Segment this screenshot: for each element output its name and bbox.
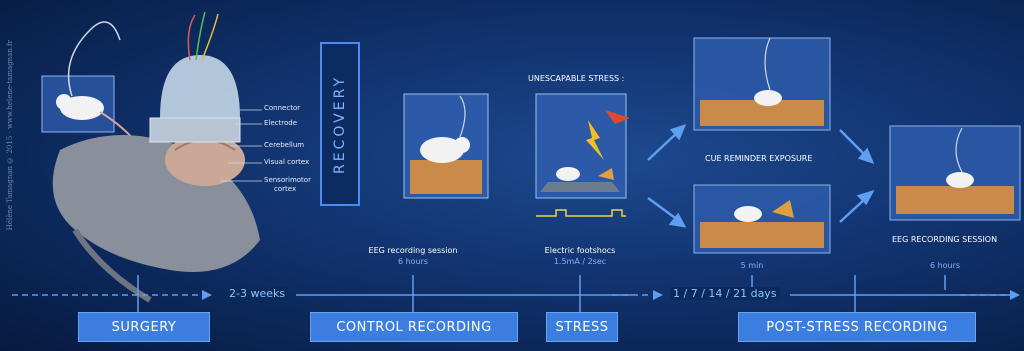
stage-surgery: SURGERY xyxy=(78,312,210,342)
interval-days: 1 / 7 / 14 / 21 days xyxy=(670,287,780,300)
stress-caption: Electric footshocs xyxy=(544,246,616,255)
label-sensorimotor: Sensorimotor xyxy=(264,176,311,184)
stage-post-stress-recording: POST-STRESS RECORDING xyxy=(738,312,976,342)
watermark-text: Hélène Tamagnan © 2015 · www.helene-tama… xyxy=(6,40,14,231)
control-caption: EEG recording session xyxy=(368,246,458,255)
cue-duration: 5 min xyxy=(740,261,764,270)
post-stress-illustration xyxy=(889,125,1021,221)
stage-control-recording: CONTROL RECORDING xyxy=(310,312,518,342)
cue-bottom-illustration xyxy=(693,184,831,254)
recovery-box: RECOVERY xyxy=(320,42,360,206)
cue-title: CUE REMINDER EXPOSURE xyxy=(705,154,813,163)
timeline-ticks xyxy=(137,275,946,312)
stress-parameters: 1.5mA / 2sec xyxy=(553,257,607,266)
surgery-mouse-illustration xyxy=(41,21,151,161)
flow-arrows xyxy=(647,123,875,228)
stress-illustration xyxy=(535,93,630,217)
interval-2-3-weeks: 2-3 weeks xyxy=(226,287,289,300)
label-cortex: cortex xyxy=(274,185,297,193)
label-visual-cortex: Visual cortex xyxy=(264,158,310,166)
stage-stress: STRESS xyxy=(546,312,618,342)
stress-title: UNESCAPABLE STRESS : xyxy=(528,74,625,83)
label-connector: Connector xyxy=(264,104,301,112)
cue-top-illustration xyxy=(693,37,831,131)
recovery-label: RECOVERY xyxy=(332,74,348,174)
control-recording-illustration xyxy=(403,93,489,199)
eeg-session-title: EEG RECORDING SESSION xyxy=(892,235,998,244)
label-cerebellum: Cerebellum xyxy=(264,141,305,149)
rat-head-illustration xyxy=(52,11,262,303)
control-duration: 6 hours xyxy=(397,257,429,266)
label-electrode: Electrode xyxy=(264,119,298,127)
post-duration: 6 hours xyxy=(929,261,961,270)
